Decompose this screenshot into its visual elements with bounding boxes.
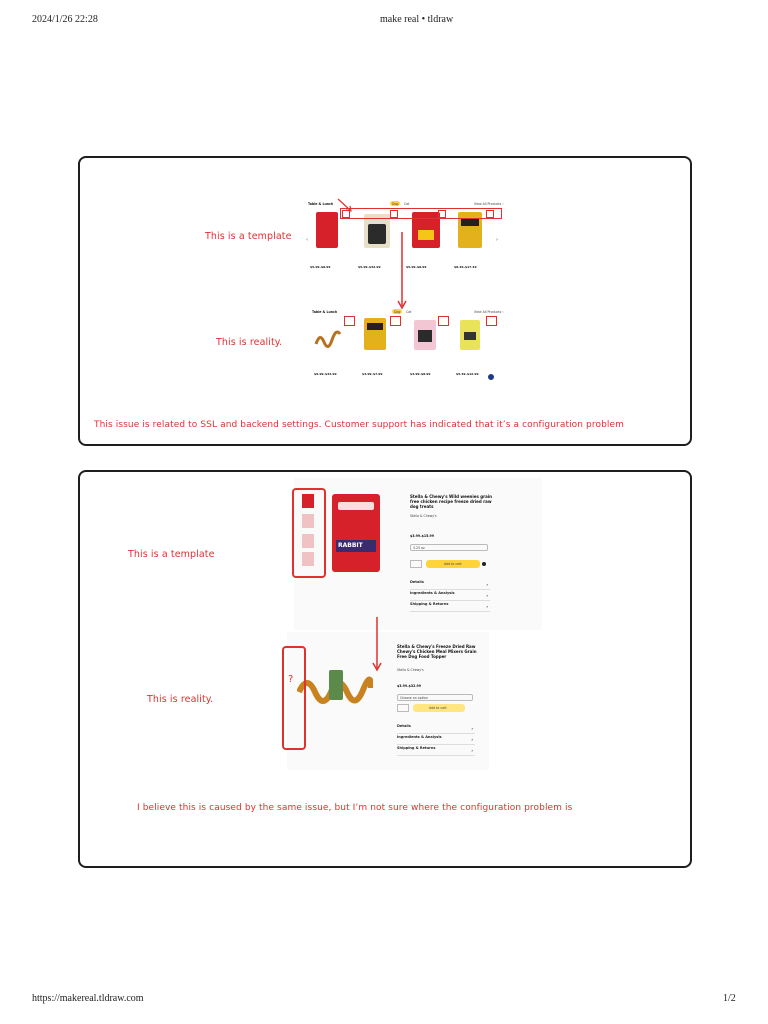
product-price: $5.99–$8.99 [310, 265, 331, 269]
bully-stick-image[interactable] [314, 326, 342, 350]
view-all-link[interactable]: View All Products › [474, 202, 504, 206]
question-mark: ? [288, 674, 294, 685]
wishlist-icon-highlight [390, 210, 398, 218]
wishlist-icon-highlight [390, 316, 401, 326]
add-to-cart-button[interactable]: Add to cart [413, 704, 465, 712]
product-price: $4.99–$8.99 [410, 372, 431, 376]
add-to-cart-label: Add to cart [444, 562, 462, 566]
product-price: $4.99–$7.99 [362, 372, 383, 376]
thumbnail-gallery-highlight [292, 488, 326, 578]
ingredients-accordion[interactable]: Ingredients & Analysis› [410, 591, 490, 601]
dog-toggle[interactable] [392, 309, 402, 314]
section-heading: Table & Lunch [308, 202, 334, 206]
product-image[interactable] [316, 212, 338, 248]
panel2-caption: I believe this is caused by the same iss… [137, 803, 573, 813]
reality-products-screenshot: Table & Lunch Dog Cat View All Products … [306, 304, 504, 384]
wishlist-row-highlight [340, 208, 502, 219]
print-url: https://makereal.tldraw.com [32, 993, 144, 1004]
carousel-prev-icon[interactable]: ‹ [306, 237, 308, 243]
wishlist-icon-highlight [438, 210, 446, 218]
template-product-page: RABBIT Stella & Chewy's Wild weenies gra… [294, 478, 542, 630]
gallery-thumbnail[interactable] [302, 494, 314, 508]
wishlist-icon-highlight [486, 316, 497, 326]
brand-name[interactable]: Stella & Chewy's [410, 514, 437, 518]
wishlist-icon-highlight [344, 316, 355, 326]
product-packet-image[interactable] [329, 670, 343, 700]
chat-bubble-icon[interactable] [488, 374, 494, 380]
price-range: $3.99–$15.99 [410, 534, 434, 538]
size-select[interactable]: 3.25 oz [410, 544, 488, 551]
shipping-accordion[interactable]: Shipping & Returns› [410, 602, 490, 612]
reality-label: This is reality. [216, 337, 283, 348]
details-accordion[interactable]: Details› [410, 580, 490, 590]
wishlist-icon-highlight [486, 210, 494, 218]
quantity-stepper[interactable] [410, 560, 422, 568]
gallery-thumbnail[interactable] [302, 534, 314, 548]
add-to-cart-label: Add to cart [429, 706, 447, 710]
template-products-screenshot: Table & Lunch Dog Cat View All Products … [306, 198, 504, 276]
size-select-value: Choose an option [400, 696, 428, 700]
print-page-number: 1/2 [723, 993, 736, 1004]
brand-name[interactable]: Stella & Chewy's [397, 668, 424, 672]
wishlist-icon[interactable] [482, 562, 486, 566]
gallery-thumbnail[interactable] [302, 514, 314, 528]
shipping-accordion[interactable]: Shipping & Returns› [397, 746, 475, 756]
reality-label-2: This is reality. [147, 694, 214, 705]
product-price: $5.49–$12.99 [456, 372, 479, 376]
product-title: Stella & Chewy's Freeze Dried Raw Chewy'… [397, 644, 477, 659]
reality-product-page: Stella & Chewy's Freeze Dried Raw Chewy'… [287, 632, 489, 770]
product-image[interactable] [364, 214, 390, 248]
print-timestamp: 2024/1/26 22:28 [32, 14, 98, 25]
view-all-link[interactable]: View All Products › [474, 310, 504, 314]
missing-gallery-highlight [282, 646, 306, 750]
print-title: make real • tldraw [380, 14, 454, 25]
gallery-thumbnail[interactable] [302, 552, 314, 566]
size-select[interactable]: Choose an option [397, 694, 473, 701]
dog-toggle-label: Dog [394, 310, 401, 314]
size-select-value: 3.25 oz [413, 546, 425, 550]
product-image[interactable] [460, 320, 480, 350]
template-label: This is a template [205, 231, 292, 242]
product-price: $5.99–$8.99 [406, 265, 427, 269]
quantity-stepper[interactable] [397, 704, 409, 712]
product-image[interactable] [414, 320, 436, 350]
carousel-next-icon[interactable]: › [496, 237, 498, 243]
details-accordion[interactable]: Details› [397, 724, 475, 734]
dog-toggle[interactable] [390, 201, 400, 206]
dog-toggle-label: Dog [392, 202, 399, 206]
wishlist-icon-highlight [438, 316, 449, 326]
product-price: $8.49–$17.49 [454, 265, 477, 269]
add-to-cart-button[interactable]: Add to cart [426, 560, 480, 568]
product-price: $5.99–$32.99 [358, 265, 381, 269]
pack-label: RABBIT [338, 542, 363, 549]
section-heading: Table & Lunch [312, 310, 338, 314]
template-label-2: This is a template [128, 549, 215, 560]
price-range: $3.99–$32.99 [397, 684, 421, 688]
product-price: $9.99–$34.99 [314, 372, 337, 376]
cat-toggle-label[interactable]: Cat [404, 202, 410, 206]
panel1-caption: This issue is related to SSL and backend… [94, 420, 624, 430]
product-title: Stella & Chewy's Wild weenies grain free… [410, 494, 493, 509]
product-image[interactable] [364, 318, 386, 350]
ingredients-accordion[interactable]: Ingredients & Analysis› [397, 735, 475, 745]
cat-toggle-label[interactable]: Cat [406, 310, 412, 314]
main-product-image[interactable]: RABBIT [332, 494, 380, 572]
